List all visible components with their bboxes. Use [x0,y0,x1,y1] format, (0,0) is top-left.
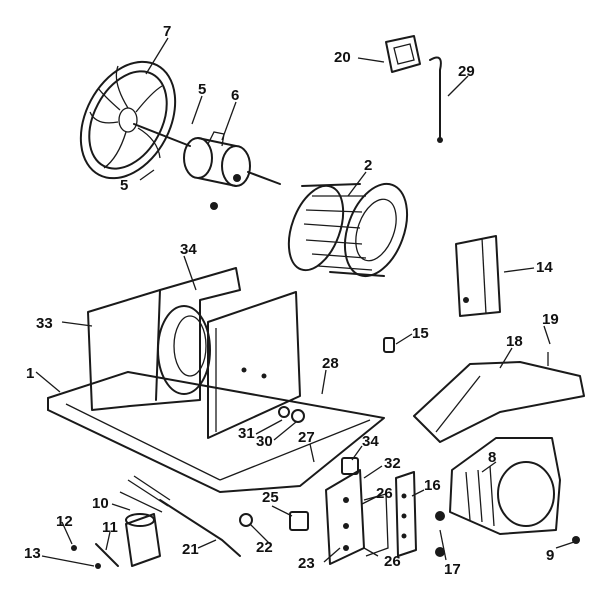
washer-part-30 [291,409,305,423]
callout-19: 19 [542,311,559,328]
screw-part-17b [435,547,445,557]
screw-part-12 [71,545,77,551]
callout-10: 10 [92,495,109,512]
callout-17: 17 [444,561,461,578]
relay-part-25 [289,511,309,531]
callout-labels: 7 5 6 5 2 20 29 34 14 15 18 19 33 1 28 3… [24,23,559,578]
cord-part-21 [159,499,241,557]
callout-34-lower: 34 [362,433,379,450]
capacitor-part-10 [119,475,171,567]
callout-15: 15 [412,325,429,342]
screw-part-17a [435,511,445,521]
callout-31: 31 [238,425,255,442]
callout-27: 27 [298,429,315,446]
panel-part-14 [455,235,501,317]
callout-7: 7 [163,23,171,40]
rod-part-29 [429,56,443,143]
switch-part-34 [341,457,359,475]
blower-housing [449,437,561,535]
callout-29: 29 [458,63,475,80]
partition-panel [207,291,301,439]
leader-lines [35,37,575,567]
bracket-part-20 [385,35,421,73]
clip-part-15 [383,337,395,353]
callout-12: 12 [56,513,73,530]
callout-33: 33 [36,315,53,332]
callout-28: 28 [322,355,339,372]
chassis-base [47,371,385,493]
callout-16: 16 [424,477,441,494]
callout-18: 18 [506,333,523,350]
callout-20: 20 [334,49,351,66]
callout-23: 23 [298,555,315,572]
callout-34-upper: 34 [180,241,197,258]
callout-5-lower: 5 [120,177,128,194]
callout-11: 11 [102,519,118,536]
plate-part-18 [413,352,585,443]
callout-6: 6 [231,87,239,104]
callout-25: 25 [262,489,279,506]
blower-shroud [87,267,241,411]
blower-wheel [287,182,409,278]
callout-9: 9 [546,547,554,564]
callout-21: 21 [182,541,199,558]
callout-8: 8 [488,449,496,466]
callout-30: 30 [256,433,273,450]
fan-blade-wheel [79,60,191,180]
plug-part-22 [239,513,253,527]
clip-part-11 [95,543,119,567]
screw-part-13 [95,563,101,569]
callout-13: 13 [24,545,41,562]
callout-26: 26 [384,553,401,570]
bracket-plate-part-16 [395,471,417,557]
blower-motor [183,131,281,210]
callout-22: 22 [256,539,273,556]
callout-28-lower: 26 [376,485,393,502]
callout-32: 32 [384,455,401,472]
callout-1: 1 [26,365,34,382]
washer-part-31 [278,406,290,418]
callout-5-upper: 5 [198,81,206,98]
callout-14: 14 [536,259,553,276]
callout-2: 2 [364,157,372,174]
